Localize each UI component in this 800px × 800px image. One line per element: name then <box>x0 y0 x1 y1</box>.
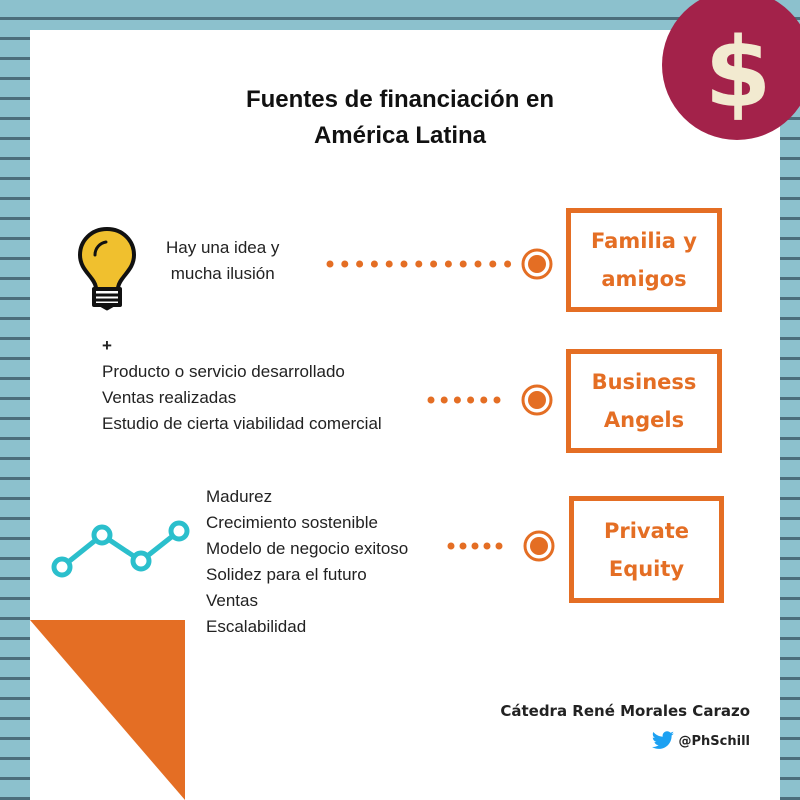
author-credit: Cátedra René Morales Carazo <box>500 702 750 720</box>
box-1-line: Familia y <box>591 229 697 253</box>
twitter-handle[interactable]: @PhSchill <box>678 733 750 749</box>
page-title: Fuentes de financiación en América Latin… <box>150 82 650 154</box>
stage-3-line: Madurez <box>206 487 273 506</box>
connector-3-end-dot <box>530 537 548 555</box>
box-2-line: Business <box>591 370 697 394</box>
stage-1-description: Hay una idea y mucha ilusión <box>166 235 279 287</box>
twitter-bird-icon <box>651 731 674 749</box>
box-1-line: amigos <box>601 267 687 291</box>
twitter-handle-row[interactable]: @PhSchill <box>600 731 750 751</box>
connector-1-end-dot <box>528 255 546 273</box>
stage-3-line: Solidez para el futuro <box>206 565 367 584</box>
stage-3-line: Crecimiento sostenible <box>206 513 378 532</box>
title-line-1: Fuentes de financiación en <box>245 86 555 113</box>
stage-3-description: Madurez Crecimiento sostenible Modelo de… <box>206 484 408 640</box>
box-familia-y-amigos: Familia y amigos <box>566 208 722 312</box>
dollar-coin-icon: $ <box>662 0 800 140</box>
box-business-angels: Business Angels <box>566 349 722 453</box>
stage-3-line: Modelo de negocio exitoso <box>206 539 409 558</box>
box-2-line: Angels <box>603 408 685 432</box>
stage-3-line: Escalabilidad <box>206 617 307 636</box>
box-private-equity: Private Equity <box>569 496 724 603</box>
dollar-symbol: $ <box>704 17 772 129</box>
title-line-2: América Latina <box>313 122 487 149</box>
connector-2-end-dot <box>528 391 546 409</box>
stage-2-description: + Producto o servicio desarrollado Venta… <box>102 333 382 437</box>
stage-2-line: Estudio de cierta viabilidad comercial <box>102 414 382 433</box>
connector-2 <box>427 384 553 416</box>
box-3-line: Private <box>603 518 690 543</box>
stage-2-line: Producto o servicio desarrollado <box>102 362 345 381</box>
stage-2-line: Ventas realizadas <box>102 388 237 407</box>
growth-chart-icon <box>51 520 190 578</box>
connector-1 <box>326 248 553 280</box>
stage-1-line: Hay una idea y <box>166 238 280 257</box>
stage-2-plus: + <box>102 336 112 355</box>
lightbulb-icon <box>78 227 136 311</box>
stage-1-line: mucha ilusión <box>170 264 275 283</box>
box-3-line: Equity <box>608 556 685 581</box>
connector-3 <box>447 530 555 562</box>
stage-3-line: Ventas <box>206 591 258 610</box>
